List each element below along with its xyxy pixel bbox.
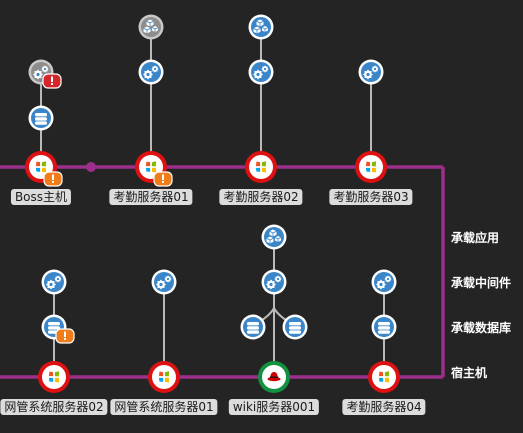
topology-nodes <box>25 14 400 393</box>
host-label-top-3[interactable]: 考勤服务器02 <box>219 189 303 205</box>
layer-label-middleware: 承载中间件 <box>451 276 512 290</box>
host-label-top-2[interactable]: 考勤服务器01 <box>109 189 193 205</box>
host-node-bottom-2[interactable] <box>148 361 180 393</box>
alert-badge-icon <box>153 171 173 187</box>
alert-badge-icon <box>55 328 75 344</box>
host-label-bottom-4[interactable]: 考勤服务器04 <box>342 399 426 415</box>
middleware-node-kq03[interactable] <box>358 59 384 85</box>
database-node-boss[interactable] <box>28 105 54 131</box>
layer-label-database: 承载数据库 <box>451 321 512 335</box>
alert-badge-icon <box>43 171 63 187</box>
application-node-kq01[interactable] <box>138 14 164 40</box>
database-node-kq04[interactable] <box>371 314 397 340</box>
host-node-bottom-3[interactable] <box>258 361 290 393</box>
application-node-wiki[interactable] <box>261 224 287 250</box>
application-node-kq02[interactable] <box>248 14 274 40</box>
database-node-wiki-2[interactable] <box>282 314 308 340</box>
middleware-node-wg01[interactable] <box>151 269 177 295</box>
host-node-top-4[interactable] <box>355 151 387 183</box>
host-node-top-3[interactable] <box>245 151 277 183</box>
middleware-node-wg02[interactable] <box>41 269 67 295</box>
host-node-bottom-1[interactable] <box>38 361 70 393</box>
database-node-wiki-1[interactable] <box>240 314 266 340</box>
layer-label-application: 承载应用 <box>451 231 500 245</box>
host-label-bottom-1[interactable]: 网管系统服务器02 <box>0 399 108 415</box>
alert-badge-icon <box>42 73 62 89</box>
host-label-top-1[interactable]: Boss主机 <box>10 189 72 205</box>
host-label-top-4[interactable]: 考勤服务器03 <box>329 189 413 205</box>
middleware-node-kq04[interactable] <box>371 269 397 295</box>
middleware-node-kq02[interactable] <box>248 59 274 85</box>
middleware-node-kq01[interactable] <box>138 59 164 85</box>
host-node-bottom-4[interactable] <box>368 361 400 393</box>
layer-label-host: 宿主机 <box>451 366 488 380</box>
bus-junction-dot <box>86 162 96 172</box>
host-label-bottom-3[interactable]: wiki服务器001 <box>228 399 320 415</box>
host-label-bottom-2[interactable]: 网管系统服务器01 <box>110 399 218 415</box>
middleware-node-wiki[interactable] <box>261 269 287 295</box>
